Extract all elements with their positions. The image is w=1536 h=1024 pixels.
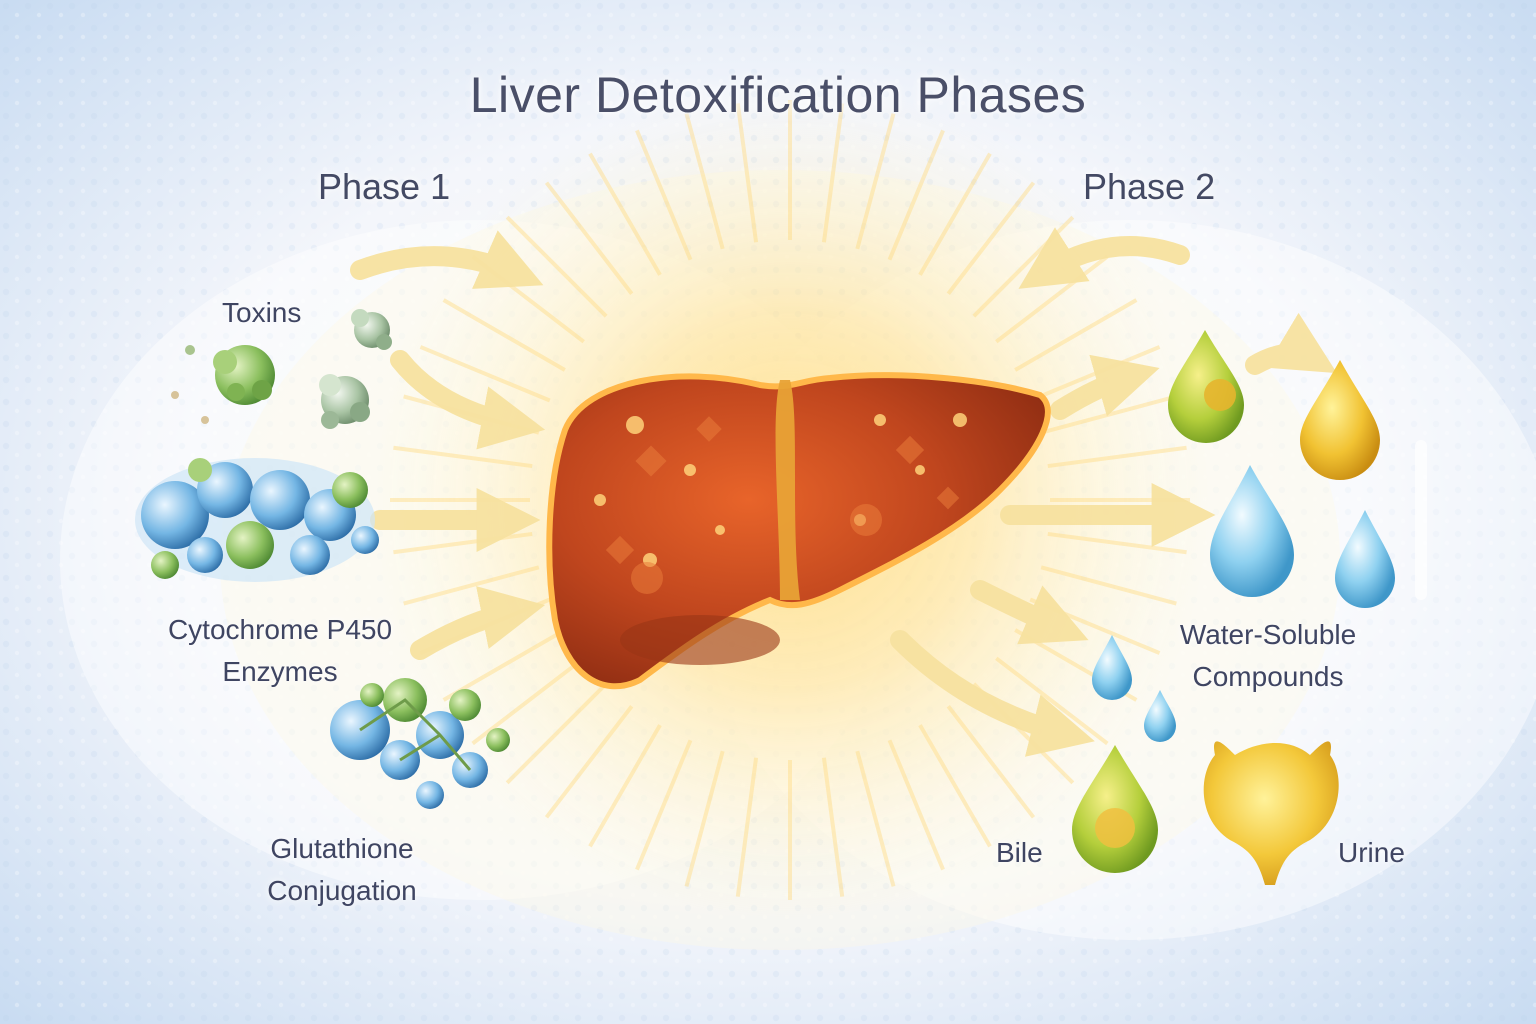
glow-ray	[471, 656, 585, 746]
glow-ray	[393, 445, 533, 469]
cytochrome-label-line2: Enzymes	[222, 656, 338, 687]
toxins-molecules	[171, 309, 392, 429]
yellow-droplet	[1300, 360, 1380, 480]
glow-ray	[887, 129, 945, 261]
water-droplets	[1092, 440, 1427, 742]
glow-ray	[855, 750, 896, 887]
glow-ray	[1040, 565, 1177, 606]
glow-ray	[821, 103, 845, 243]
cytochrome-enzyme-molecules	[135, 458, 379, 582]
cytochrome-label-line1: Cytochrome P450	[167, 614, 393, 645]
glow-ray	[1014, 298, 1138, 372]
glow-ray	[544, 705, 634, 819]
phase1-heading: Phase 1	[318, 166, 451, 207]
glow-ray	[442, 298, 566, 372]
water-soluble-label: Water-Soluble Compounds	[1143, 614, 1393, 698]
glow-ray	[887, 739, 945, 871]
bile-label: Bile	[996, 837, 1043, 868]
liver-organ	[546, 372, 1051, 690]
glow-ray	[635, 739, 693, 871]
glow-ray	[505, 682, 608, 785]
glutathione-label-line2: Conjugation	[267, 875, 417, 906]
glow-ray	[544, 181, 634, 295]
diagram-title: Liver Detoxification Phases	[469, 67, 1087, 123]
glutathione-label: Glutathione Conjugation	[242, 828, 442, 912]
glow-ray	[735, 103, 759, 243]
toxins-label: Toxins	[222, 297, 302, 328]
bile-droplet	[1072, 745, 1158, 873]
glow-ray	[1047, 531, 1187, 555]
urine-label: Urine	[1338, 837, 1405, 868]
glow-ray	[821, 757, 845, 897]
cytochrome-label: Cytochrome P450 Enzymes	[132, 609, 428, 693]
glow-ray	[1047, 445, 1187, 469]
phase2-heading: Phase 2	[1083, 166, 1216, 207]
glow-ray	[855, 113, 896, 250]
urine-bladder	[1203, 741, 1339, 885]
glow-ray	[946, 181, 1036, 295]
phase2-arrows	[890, 227, 1337, 757]
glow-ray	[635, 129, 693, 261]
glow-ray	[403, 565, 540, 606]
glow-ray	[918, 152, 992, 276]
glutathione-molecules	[330, 678, 510, 809]
glow-ray	[684, 750, 725, 887]
glow-ray	[918, 724, 992, 848]
glow-ray	[735, 757, 759, 897]
water-soluble-label-line2: Compounds	[1192, 661, 1344, 692]
bile-droplet-top	[1168, 330, 1244, 443]
glow-ray	[588, 152, 662, 276]
glow-ray	[588, 724, 662, 848]
phase1-arrows	[350, 230, 546, 660]
glow-ray	[946, 705, 1036, 819]
glow-ray	[684, 113, 725, 250]
glutathione-label-line1: Glutathione	[270, 833, 414, 864]
water-soluble-label-line1: Water-Soluble	[1179, 619, 1357, 650]
